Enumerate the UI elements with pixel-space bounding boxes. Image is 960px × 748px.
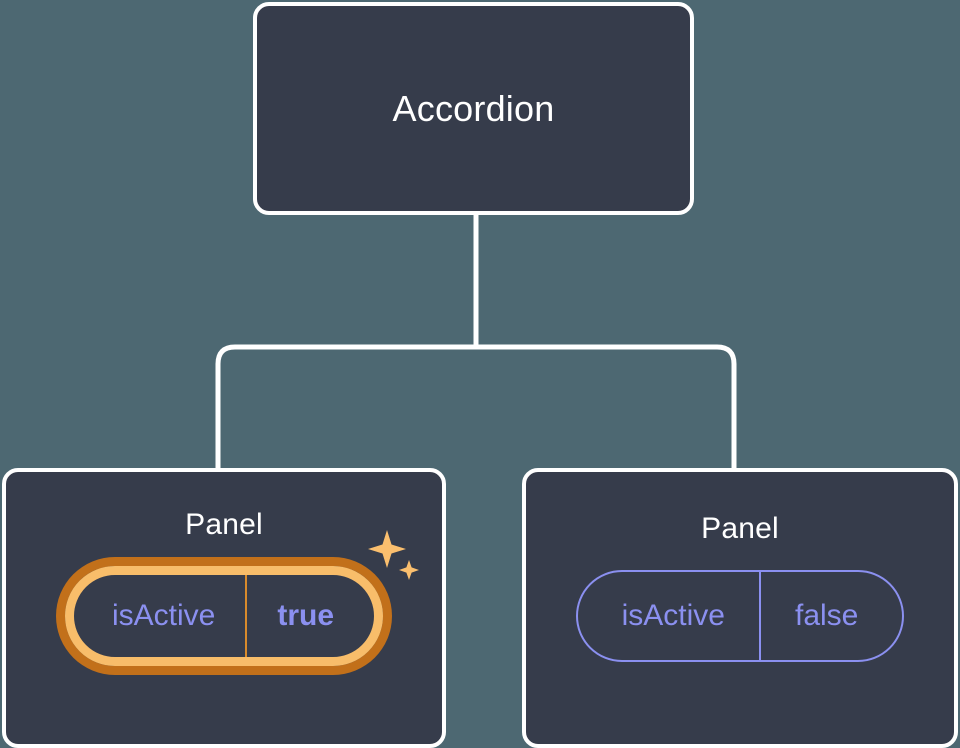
prop-pill-highlighted[interactable]: isActive true — [64, 530, 420, 666]
tree-node-accordion[interactable]: Accordion — [253, 2, 694, 215]
node-title-panel-inactive: Panel — [701, 512, 779, 545]
prop-pill-plain[interactable]: isActive false — [575, 570, 905, 662]
prop-key-isactive: isActive — [111, 599, 216, 632]
node-title-accordion: Accordion — [392, 87, 555, 129]
prop-value-true: true — [245, 575, 374, 657]
tree-node-panel-active[interactable]: Panel isActive true — [2, 468, 446, 748]
prop-value-false: false — [758, 572, 902, 660]
connector-branch-bar — [215, 344, 737, 468]
prop-pill-inactive[interactable]: isActive false — [575, 570, 905, 662]
prop-key-isactive: isActive — [621, 599, 725, 632]
prop-pill-active[interactable]: isActive true — [64, 566, 384, 666]
tree-node-panel-inactive[interactable]: Panel isActive false — [522, 468, 958, 748]
node-title-panel-active: Panel — [185, 508, 263, 541]
